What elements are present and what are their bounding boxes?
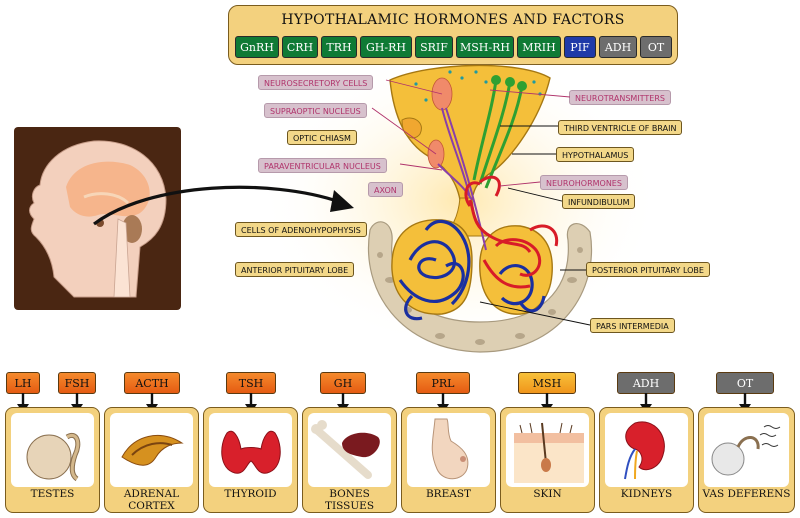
label-thyroid: THYROID xyxy=(224,488,277,500)
panel-breast: BREAST xyxy=(401,407,496,513)
hormone-chip-trh: TRH xyxy=(321,36,357,58)
label-neurohormones: NEUROHORMONES xyxy=(540,175,628,190)
label-optic-chiasm: OPTIC CHIASM xyxy=(287,130,357,145)
vas-deferens-icon xyxy=(711,425,781,476)
head-profile-panel xyxy=(14,127,181,310)
label-hypothalamus: HYPOTHALAMUS xyxy=(556,147,635,162)
head-profile-illustration xyxy=(29,140,167,298)
hormone-chip-gnrh: GnRH xyxy=(235,36,279,58)
label-infundibulum: INFUNDIBULUM xyxy=(562,194,636,209)
hormone-chip-ghrh: GH-RH xyxy=(360,36,412,58)
hormone-box-acth: ACTH xyxy=(124,372,180,394)
hormone-chip-mrih: MRIH xyxy=(517,36,561,58)
panel-thyroid: THYROID xyxy=(203,407,298,513)
label-pars-intermedia: PARS INTERMEDIA xyxy=(590,318,675,333)
label-anterior-pituitary-lobe: ANTERIOR PITUITARY LOBE xyxy=(235,262,355,277)
label-cells-of-adenohypophysis: CELLS OF ADENOHYPOPHYSIS xyxy=(235,222,367,237)
panel-vas-deferens: VAS DEFERENS xyxy=(698,407,795,513)
panel-kidneys: KIDNEYS xyxy=(599,407,694,513)
hormone-box-msh: MSH xyxy=(518,372,576,394)
label-paraventricular-nucleus: PARAVENTRICULAR NUCLEUS xyxy=(258,158,387,173)
label-testes: TESTES xyxy=(30,488,75,500)
hormone-box-tsh: TSH xyxy=(226,372,276,394)
leader-lines-right xyxy=(479,89,591,326)
label-vas-deferens: VAS DEFERENS xyxy=(702,488,791,500)
label-breast: BREAST xyxy=(425,488,472,500)
adrenal-cortex-icon xyxy=(121,435,184,466)
hormone-box-fsh: FSH xyxy=(58,372,96,394)
label-axon: AXON xyxy=(368,182,403,197)
label-neurotransmitters: NEUROTRANSMITTERS xyxy=(569,90,671,105)
header-title: HYPOTHALAMIC HORMONES AND FACTORS xyxy=(281,12,625,28)
hormone-chip-pif: PIF xyxy=(564,36,596,58)
hormone-chip-crh: CRH xyxy=(282,36,318,58)
skin-icon xyxy=(514,422,584,483)
panel-skin: SKIN xyxy=(500,407,595,513)
label-kidneys: KIDNEYS xyxy=(620,488,673,500)
hormone-box-adh: ADH xyxy=(617,372,675,394)
thyroid-icon xyxy=(221,430,281,474)
label-posterior-pituitary-lobe: POSTERIOR PITUITARY LOBE xyxy=(586,262,710,277)
hormone-chip-mshrh: MSH-RH xyxy=(456,36,514,58)
label-neurosecretory-cells: NEUROSECRETORY CELLS xyxy=(258,75,374,90)
hormone-chip-ot: OT xyxy=(640,36,672,58)
bones-tissues-icon xyxy=(311,420,380,479)
breast-icon xyxy=(431,418,469,480)
label-third-ventricle: THIRD VENTRICLE OF BRAIN xyxy=(558,120,683,135)
hormone-chip-adh: ADH xyxy=(599,36,637,58)
label-supraoptic-nucleus: SUPRAOPTIC NUCLEUS xyxy=(264,103,367,118)
hormone-chip-srif: SRIF xyxy=(415,36,453,58)
hormone-box-ot: OT xyxy=(716,372,774,394)
hormones-header: HYPOTHALAMIC HORMONES AND FACTORS GnRH C… xyxy=(228,5,678,65)
hormone-box-gh: GH xyxy=(320,372,366,394)
kidney-icon xyxy=(624,421,665,480)
testes-icon xyxy=(26,433,81,482)
panel-testes: TESTES xyxy=(5,407,100,513)
hormone-box-prl: PRL xyxy=(416,372,470,394)
label-skin: SKIN xyxy=(533,488,562,500)
hormone-box-lh: LH xyxy=(6,372,40,394)
arrow-icon xyxy=(93,185,354,226)
